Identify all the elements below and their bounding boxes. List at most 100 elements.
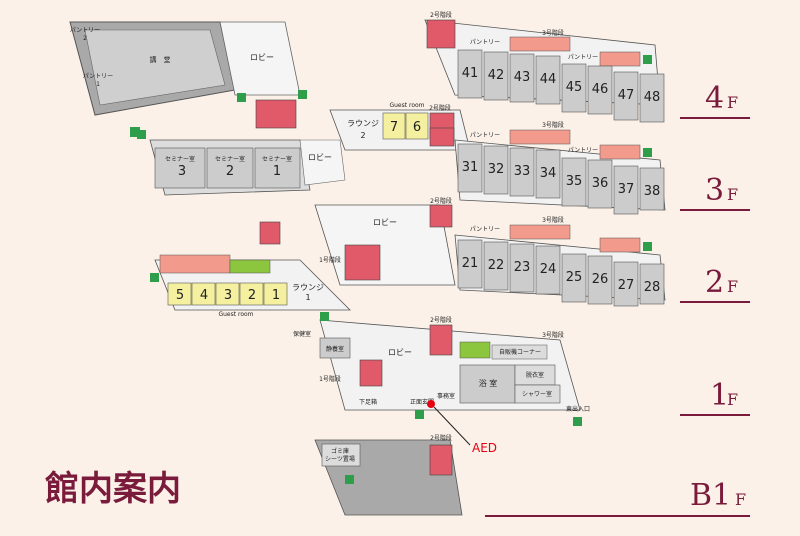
floor-label-2f: 2 F	[680, 265, 750, 303]
floor-2: ロビー 1号階段 2号階段 5 4 3 2 1 ラウンジ 1 Guest roo…	[150, 197, 666, 318]
svg-text:シーツ置場: シーツ置場	[325, 455, 355, 463]
rooms-4f: 41 42 43 44 45 46 47 48	[457, 49, 665, 123]
svg-text:パントリー: パントリー	[470, 39, 500, 46]
svg-text:38: 38	[644, 184, 661, 199]
svg-text:4: 4	[200, 288, 208, 303]
svg-text:下足箱: 下足箱	[359, 398, 377, 406]
svg-text:3号階段: 3号階段	[542, 331, 564, 339]
svg-text:3: 3	[178, 164, 186, 179]
svg-text:1: 1	[710, 378, 729, 413]
stairs-3-4f-label: 3号階段	[542, 29, 564, 37]
svg-text:2号階段: 2号階段	[429, 104, 451, 112]
svg-text:4: 4	[705, 81, 724, 116]
lobby-4f-west-label: ロビー	[250, 53, 274, 62]
lecture-hall-label: 講 堂	[150, 55, 171, 64]
svg-text:37: 37	[618, 182, 635, 197]
svg-text:5: 5	[176, 288, 184, 303]
svg-text:保健室: 保健室	[293, 330, 311, 338]
svg-text:2: 2	[248, 288, 256, 303]
svg-text:3: 3	[224, 288, 232, 303]
svg-text:パントリー: パントリー	[568, 54, 598, 61]
svg-text:35: 35	[566, 174, 583, 189]
aed-label: AED	[472, 441, 497, 455]
svg-text:48: 48	[644, 90, 661, 105]
floor-label-4f: 4 F	[680, 81, 750, 119]
svg-text:静養室: 静養室	[326, 345, 344, 353]
svg-text:F: F	[727, 390, 738, 409]
svg-text:2号階段: 2号階段	[430, 434, 452, 442]
svg-text:3号階段: 3号階段	[542, 121, 564, 129]
svg-text:セミナー室: セミナー室	[165, 155, 195, 163]
svg-text:46: 46	[592, 82, 609, 97]
svg-text:1: 1	[272, 288, 280, 303]
svg-text:28: 28	[644, 280, 661, 295]
svg-text:1: 1	[305, 293, 310, 302]
svg-text:34: 34	[540, 166, 557, 181]
svg-text:脱衣室: 脱衣室	[526, 371, 544, 379]
svg-text:事務室: 事務室	[437, 392, 455, 400]
svg-text:26: 26	[592, 272, 609, 287]
svg-text:F: F	[727, 185, 738, 204]
svg-text:25: 25	[566, 270, 583, 285]
svg-text:7: 7	[390, 120, 398, 135]
svg-text:シャワー室: シャワー室	[522, 390, 552, 398]
svg-text:ロビー: ロビー	[388, 348, 412, 357]
svg-text:Guest room: Guest room	[218, 311, 253, 318]
svg-text:2: 2	[705, 265, 724, 300]
svg-text:36: 36	[592, 176, 609, 191]
svg-text:43: 43	[514, 70, 531, 85]
svg-text:47: 47	[618, 88, 635, 103]
svg-text:Guest room: Guest room	[389, 102, 424, 109]
svg-text:41: 41	[462, 66, 479, 81]
aed-marker	[427, 400, 435, 408]
svg-text:B1: B1	[690, 478, 731, 513]
svg-text:1: 1	[273, 164, 281, 179]
floor-3: セミナー室 3 セミナー室 2 セミナー室 1 ロビー 3号階段 パントリー パ…	[137, 121, 666, 215]
floor-b1: ゴミ庫 シーツ置場 2号階段	[314, 434, 463, 516]
svg-text:22: 22	[488, 258, 505, 273]
stairs-2-4f-label: 2号階段	[430, 11, 452, 19]
svg-text:F: F	[727, 93, 738, 112]
pantry-1-label: パントリー	[83, 73, 113, 80]
pantry-2-label: パントリー	[70, 27, 100, 34]
svg-text:F: F	[735, 490, 746, 509]
svg-text:ゴミ庫: ゴミ庫	[331, 447, 349, 455]
floor-label-3f: 3 F	[680, 173, 750, 211]
svg-text:パントリー: パントリー	[568, 147, 598, 154]
svg-text:F: F	[727, 277, 738, 296]
svg-text:44: 44	[540, 72, 557, 87]
svg-text:東出入口: 東出入口	[566, 405, 590, 413]
floor-1: ロビー 保健室 静養室 1号階段 2号階段 自販機コーナー 3号階段 浴 室 脱…	[293, 312, 590, 455]
svg-text:3: 3	[705, 173, 724, 208]
floor-label-1f: 1 F	[680, 378, 750, 416]
svg-text:3号階段: 3号階段	[542, 216, 564, 224]
svg-text:セミナー室: セミナー室	[262, 155, 292, 163]
svg-text:2号階段: 2号階段	[430, 316, 452, 324]
svg-text:浴 室: 浴 室	[479, 378, 498, 388]
svg-text:ラウンジ: ラウンジ	[292, 283, 324, 292]
svg-text:33: 33	[514, 164, 531, 179]
svg-text:正面玄関: 正面玄関	[410, 398, 434, 406]
svg-text:1号階段: 1号階段	[319, 375, 341, 383]
floor-4-east-wing: 2号階段 3号階段 パントリー パントリー 41 42 43 44 45 46 …	[424, 11, 665, 123]
svg-text:24: 24	[540, 262, 557, 277]
svg-text:31: 31	[462, 160, 479, 175]
svg-text:ロビー: ロビー	[308, 153, 332, 162]
svg-text:45: 45	[566, 80, 583, 95]
svg-text:42: 42	[488, 68, 505, 83]
svg-text:32: 32	[488, 162, 505, 177]
svg-text:6: 6	[413, 120, 421, 135]
svg-text:1号階段: 1号階段	[319, 256, 341, 264]
floor-4-west-wing: 講 堂 パントリー 2 パントリー 1 ロビー	[69, 21, 307, 137]
lounge-2-label: ラウンジ	[347, 119, 379, 128]
floor-label-b1: B1 F	[485, 478, 750, 517]
svg-text:1: 1	[96, 81, 100, 88]
svg-text:自販機コーナー: 自販機コーナー	[499, 348, 541, 356]
svg-text:2: 2	[226, 164, 234, 179]
svg-text:23: 23	[514, 260, 531, 275]
svg-text:2号階段: 2号階段	[430, 197, 452, 205]
page-title: 館内案内	[45, 469, 181, 509]
svg-text:ロビー: ロビー	[373, 218, 397, 227]
svg-text:21: 21	[462, 256, 479, 271]
svg-text:27: 27	[618, 278, 635, 293]
